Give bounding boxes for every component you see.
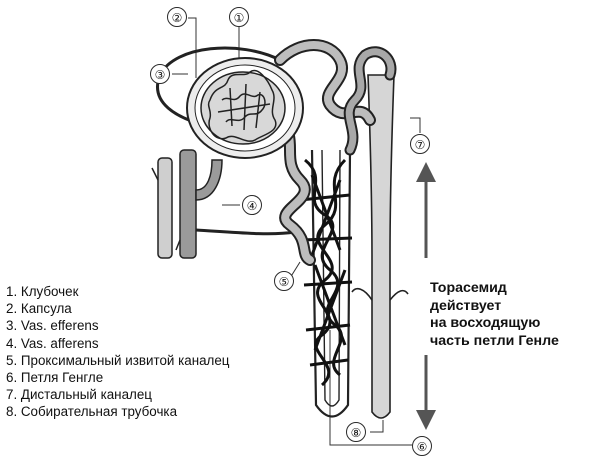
glomerulus (201, 71, 285, 144)
legend-item: 2. Капсула (6, 300, 229, 317)
legend-item: 3. Vas. efferens (6, 317, 229, 334)
callout-3: ③ (150, 64, 170, 84)
collecting-duct (352, 75, 408, 418)
callout-8: ⑧ (346, 422, 366, 442)
callout-5: ⑤ (274, 271, 294, 291)
legend-item: 4. Vas. afferens (6, 335, 229, 352)
annotation-line: часть петли Генле (430, 333, 594, 351)
legend-item: 1. Клубочек (6, 283, 229, 300)
legend: 1. Клубочек 2. Капсула 3. Vas. efferens … (6, 283, 229, 421)
callout-4: ④ (242, 195, 262, 215)
callout-7: ⑦ (410, 134, 430, 154)
legend-item: 6. Петля Генгле (6, 369, 229, 386)
legend-item: 8. Собирательная трубочка (6, 403, 229, 420)
annotation-line: Торасемид (430, 280, 594, 298)
callout-2: ② (167, 7, 187, 27)
torasemide-annotation: Торасемид действует на восходящую часть … (430, 280, 594, 350)
callout-1: ① (229, 7, 249, 27)
callout-6: ⑥ (412, 436, 432, 456)
annotation-line: на восходящую (430, 315, 594, 333)
legend-item: 7. Дистальный каналец (6, 386, 229, 403)
annotation-line: действует (430, 298, 594, 316)
legend-item: 5. Проксимальный извитой каналец (6, 352, 229, 369)
